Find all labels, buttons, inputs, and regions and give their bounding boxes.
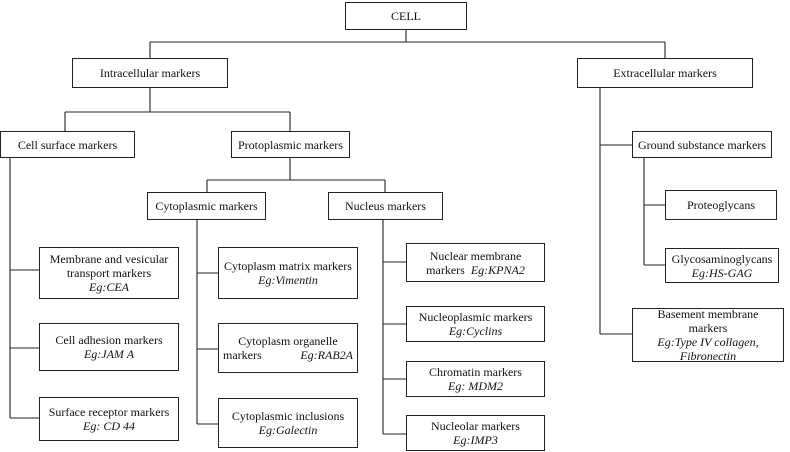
cell-surface-markers-node: Cell surface markers (0, 131, 135, 158)
surface-receptor-markers-node: Surface receptor markers Eg: CD 44 (39, 397, 179, 441)
glycosaminoglycans-example: Eg:HS-GAG (691, 265, 753, 280)
membrane-vesicular-label-line1: Membrane and vesicular (49, 252, 169, 266)
nucleolar-label: Nucleolar markers (431, 419, 520, 433)
chromatin-example: Eg: MDM2 (448, 379, 503, 393)
nucleus-markers-label: Nucleus markers (345, 199, 426, 213)
intracellular-markers-node: Intracellular markers (72, 58, 228, 88)
cytoplasmic-inclusions-label: Cytoplasmic inclusions (231, 409, 345, 423)
nuclear-membrane-label-line1: Nuclear membrane (429, 248, 522, 263)
nucleoplasmic-example: Eg:Cyclins (448, 324, 503, 338)
cell-surface-markers-label: Cell surface markers (17, 137, 118, 152)
chromatin-label: Chromatin markers (429, 365, 522, 379)
nuclear-membrane-example: Eg:KPNA2 (470, 262, 525, 277)
cytoplasmic-inclusions-node: Cytoplasmic inclusions Eg:Galectin (218, 398, 358, 448)
extracellular-markers-label: Extracellular markers (613, 66, 717, 80)
cell-adhesion-label: Cell adhesion markers (55, 333, 163, 347)
basement-membrane-example-line2: Fibronectin (679, 349, 737, 363)
membrane-vesicular-transport-node: Membrane and vesicular transport markers… (39, 247, 179, 299)
cytoplasm-matrix-markers-node: Cytoplasm matrix markers Eg:Vimentin (218, 247, 358, 299)
cell-root-label: CELL (391, 9, 421, 23)
cytoplasmic-inclusions-example: Eg:Galectin (258, 423, 318, 437)
basement-membrane-label: Basement membrane markers (657, 307, 759, 335)
nucleoplasmic-label: Nucleoplasmic markers (418, 310, 533, 324)
nucleolar-example: Eg:IMP3 (453, 433, 498, 447)
nuclear-membrane-label-line2: markers (426, 262, 465, 277)
membrane-vesicular-example: Eg:CEA (89, 280, 129, 294)
proteoglycans-node: Proteoglycans (665, 190, 777, 220)
nucleoplasmic-markers-node: Nucleoplasmic markers Eg:Cyclins (406, 306, 545, 342)
extracellular-markers-node: Extracellular markers (577, 58, 753, 88)
cytoplasmic-markers-label: Cytoplasmic markers (155, 199, 258, 213)
nucleolar-markers-node: Nucleolar markers Eg:IMP3 (406, 415, 545, 451)
basement-membrane-example-line1: Eg:Type IV collagen, (657, 335, 759, 349)
membrane-vesicular-label-line2: transport markers (66, 266, 152, 280)
cytoplasm-organelle-markers-node: Cytoplasm organelle markers Eg:RAB2A (218, 323, 358, 373)
cell-root-node: CELL (345, 2, 467, 30)
cytoplasm-organelle-label-line2: markers (223, 348, 262, 362)
nucleus-markers-node: Nucleus markers (328, 192, 443, 220)
intracellular-markers-label: Intracellular markers (99, 66, 201, 80)
nuclear-membrane-markers-node: Nuclear membrane markers Eg:KPNA2 (406, 243, 545, 282)
cytoplasmic-markers-node: Cytoplasmic markers (147, 192, 266, 220)
glycosaminoglycans-node: Glycosaminoglycans Eg:HS-GAG (665, 248, 779, 283)
proteoglycans-label: Proteoglycans (687, 198, 755, 212)
cytoplasm-organelle-label-line1: Cytoplasm organelle (238, 334, 338, 348)
cell-adhesion-example: Eg:JAM A (83, 347, 135, 361)
cytoplasm-organelle-example: Eg:RAB2A (300, 348, 353, 362)
chromatin-markers-node: Chromatin markers Eg: MDM2 (406, 361, 545, 397)
protoplasmic-markers-node: Protoplasmic markers (231, 131, 350, 158)
ground-substance-markers-label: Ground substance markers (638, 137, 766, 152)
surface-receptor-example: Eg: CD 44 (83, 419, 135, 433)
glycosaminoglycans-label: Glycosaminoglycans (671, 251, 773, 266)
ground-substance-markers-node: Ground substance markers (632, 131, 772, 158)
surface-receptor-label: Surface receptor markers (48, 405, 170, 419)
cytoplasm-matrix-example: Eg:Vimentin (258, 273, 318, 287)
basement-membrane-markers-node: Basement membrane markers Eg:Type IV col… (632, 307, 784, 363)
cell-adhesion-markers-node: Cell adhesion markers Eg:JAM A (39, 323, 179, 371)
cytoplasm-matrix-label: Cytoplasm matrix markers (224, 259, 352, 273)
protoplasmic-markers-label: Protoplasmic markers (238, 137, 343, 152)
